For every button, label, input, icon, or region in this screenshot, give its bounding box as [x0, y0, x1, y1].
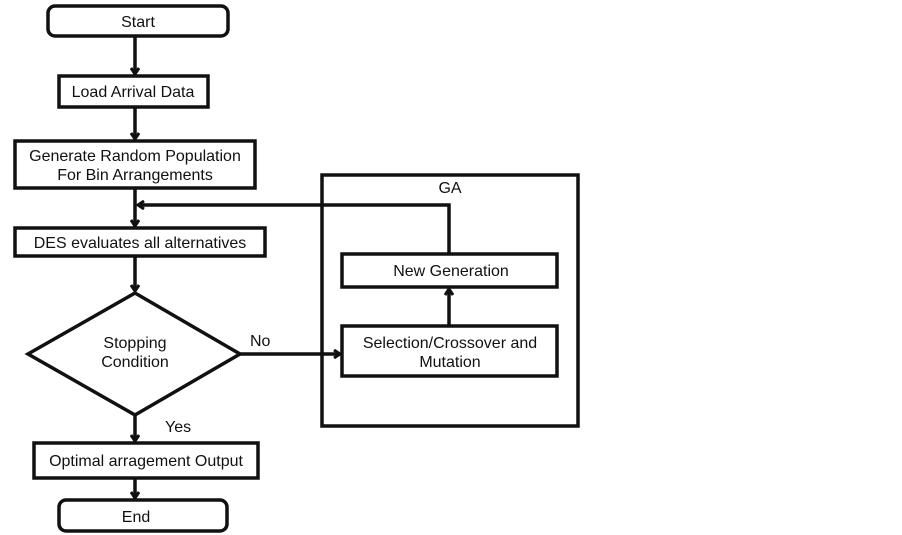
optimal-output-node: [32, 441, 260, 480]
des-evaluate-node: [13, 226, 267, 258]
selection-crossover-node: [340, 324, 559, 378]
load-data-node: [57, 74, 210, 109]
generate-population-label-1: Generate Random Population: [29, 148, 241, 165]
decision-label-2: Condition: [101, 354, 169, 371]
new-generation-node: [340, 252, 559, 289]
new-generation-label: New Generation: [393, 263, 509, 280]
no-label: No: [250, 333, 271, 350]
yes-label: Yes: [165, 419, 191, 436]
generate-population-node: [13, 139, 257, 190]
end-node: [57, 498, 229, 533]
load-data-label: Load Arrival Data: [72, 84, 195, 101]
ga-container: [320, 173, 580, 428]
optimal-output-label: Optimal arragement Output: [49, 453, 243, 470]
start-node: [46, 4, 230, 38]
arrow-feedback-loop: [138, 205, 451, 254]
ga-title: GA: [438, 180, 461, 197]
des-evaluate-label: DES evaluates all alternatives: [34, 235, 247, 252]
selection-label-1: Selection/Crossover and: [363, 335, 537, 352]
start-label: Start: [121, 14, 155, 31]
generate-population-label-2: For Bin Arrangements: [57, 167, 213, 184]
decision-label-1: Stopping: [103, 335, 166, 352]
stopping-condition-decision: [24, 290, 244, 418]
end-label: End: [122, 509, 150, 526]
selection-label-2: Mutation: [419, 354, 480, 371]
